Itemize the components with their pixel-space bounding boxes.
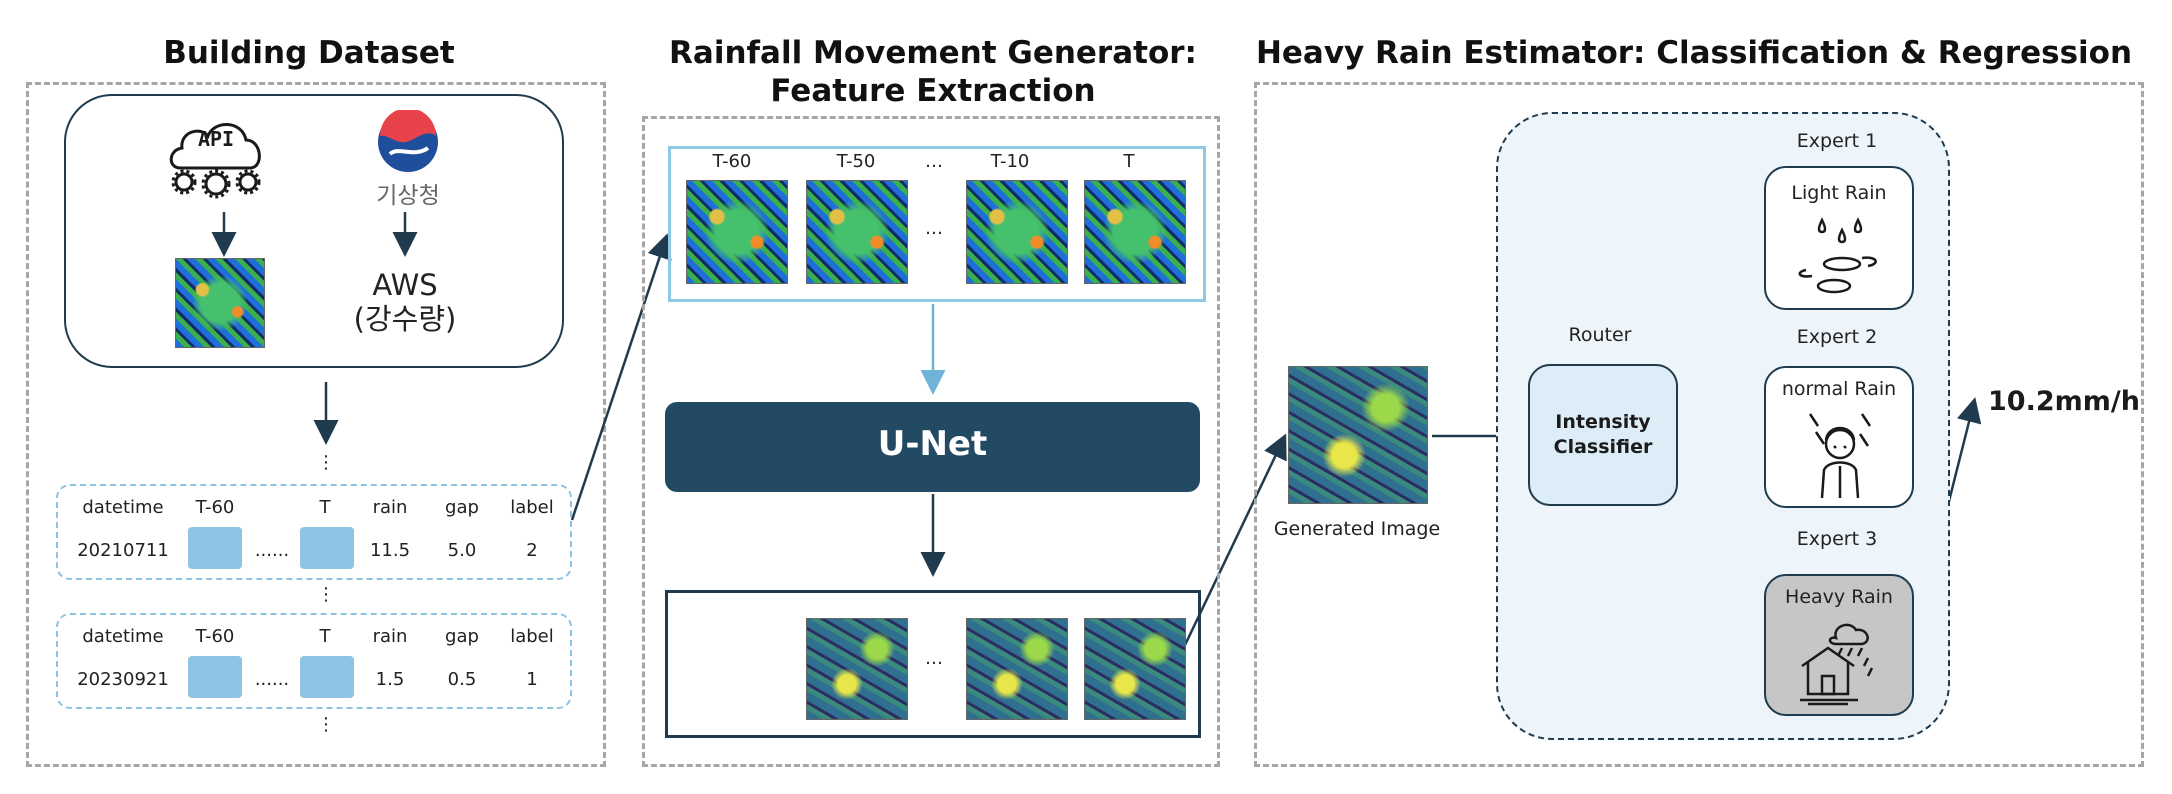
row1-header-label: label: [510, 497, 554, 518]
row2-header-rain: rain: [372, 626, 408, 647]
dataset-row-2: [56, 613, 572, 709]
input-frames-box: [668, 146, 1206, 302]
expert2-title: Expert 2: [1796, 326, 1878, 348]
expert1-title: Expert 1: [1796, 130, 1878, 152]
row1-header-rain: rain: [372, 497, 408, 518]
ellipsis-2: ⋮: [317, 584, 335, 605]
frame-label-t: T: [1123, 151, 1135, 172]
row1-t60-swatch: [188, 527, 242, 569]
row1-rain: 11.5: [369, 540, 411, 561]
input-frame-t50-image: [806, 180, 908, 284]
row1-gap: 5.0: [447, 540, 477, 561]
dataset-row-1: [56, 484, 572, 580]
output-frames-box: [665, 590, 1201, 738]
output-frame-2-image: [966, 618, 1068, 720]
row2-header-t: T: [319, 626, 331, 647]
output-value: 10.2mm/h: [1988, 386, 2140, 417]
row2-header-t60: T-60: [195, 626, 235, 647]
output-frames-dots: …: [925, 648, 943, 669]
generated-image-label: Generated Image: [1273, 518, 1441, 540]
row2-header-datetime: datetime: [82, 626, 164, 647]
panel1-title: Building Dataset: [163, 35, 455, 71]
expert1-label: Light Rain: [1791, 182, 1887, 204]
row2-header-label: label: [510, 626, 554, 647]
row2-t-swatch: [300, 656, 354, 698]
input-frame-t10-image: [966, 180, 1068, 284]
row2-label: 1: [526, 669, 538, 690]
row2-dots: ......: [254, 669, 290, 690]
aws-line2: (강수량): [353, 302, 457, 336]
generated-image: [1288, 366, 1428, 504]
output-frame-1-image: [806, 618, 908, 720]
intensity-classifier-label: Intensity Classifier: [1528, 410, 1678, 460]
classifier-line1: Intensity: [1555, 411, 1651, 433]
expert3-label: Heavy Rain: [1785, 586, 1893, 608]
panel-heavy-rain-estimator: [1254, 82, 2144, 767]
person-in-rain-icon: [1804, 410, 1876, 500]
input-frame-t-image: [1084, 180, 1186, 284]
panel2-title: Rainfall Movement Generator: Feature Ext…: [640, 34, 1226, 110]
aws-label: AWS (강수량): [340, 268, 470, 336]
light-rain-drops-icon: [1792, 214, 1888, 298]
row1-header-t: T: [319, 497, 331, 518]
frame-label-t60: T-60: [712, 151, 752, 172]
row1-datetime: 20210711: [77, 540, 169, 561]
row1-dots: ......: [254, 540, 290, 561]
panel3-title: Heavy Rain Estimator: Classification & R…: [1255, 35, 2133, 71]
row1-t-swatch: [300, 527, 354, 569]
row1-header-datetime: datetime: [82, 497, 164, 518]
sources-box: [64, 94, 564, 368]
router-label: Router: [1568, 324, 1632, 346]
frame-label-t50: T-50: [836, 151, 876, 172]
heavy-rain-house-icon: [1798, 618, 1884, 706]
unet-label: U-Net: [877, 424, 988, 464]
row2-datetime: 20230921: [77, 669, 169, 690]
row2-rain: 1.5: [375, 669, 405, 690]
ellipsis-3: ⋮: [317, 714, 335, 735]
input-frames-dots: …: [925, 218, 943, 239]
kma-label: 기상청: [376, 183, 440, 209]
unet-block: [665, 402, 1200, 492]
row1-header-t60: T-60: [195, 497, 235, 518]
expert2-label: normal Rain: [1781, 378, 1897, 400]
row2-gap: 0.5: [447, 669, 477, 690]
row1-header-gap: gap: [445, 497, 479, 518]
row2-header-gap: gap: [445, 626, 479, 647]
row1-label: 2: [526, 540, 538, 561]
input-frame-t60-image: [686, 180, 788, 284]
kma-logo-icon: [376, 108, 440, 174]
ellipsis-1: ⋮: [317, 452, 335, 473]
classifier-line2: Classifier: [1553, 436, 1653, 458]
frame-label-dots: …: [925, 151, 943, 172]
output-frame-3-image: [1084, 618, 1186, 720]
api-cloud-icon: [166, 110, 266, 200]
radar-thumbnail-image: [175, 258, 265, 348]
frame-label-t10: T-10: [990, 151, 1030, 172]
aws-line1: AWS: [372, 268, 438, 302]
panel2-title-line2: Feature Extraction: [770, 73, 1096, 109]
intensity-classifier-box: [1528, 364, 1678, 506]
panel2-title-line1: Rainfall Movement Generator:: [669, 35, 1197, 71]
row2-t60-swatch: [188, 656, 242, 698]
panel-feature-extraction: [642, 116, 1220, 767]
expert3-title: Expert 3: [1796, 528, 1878, 550]
api-label: API: [197, 127, 235, 151]
